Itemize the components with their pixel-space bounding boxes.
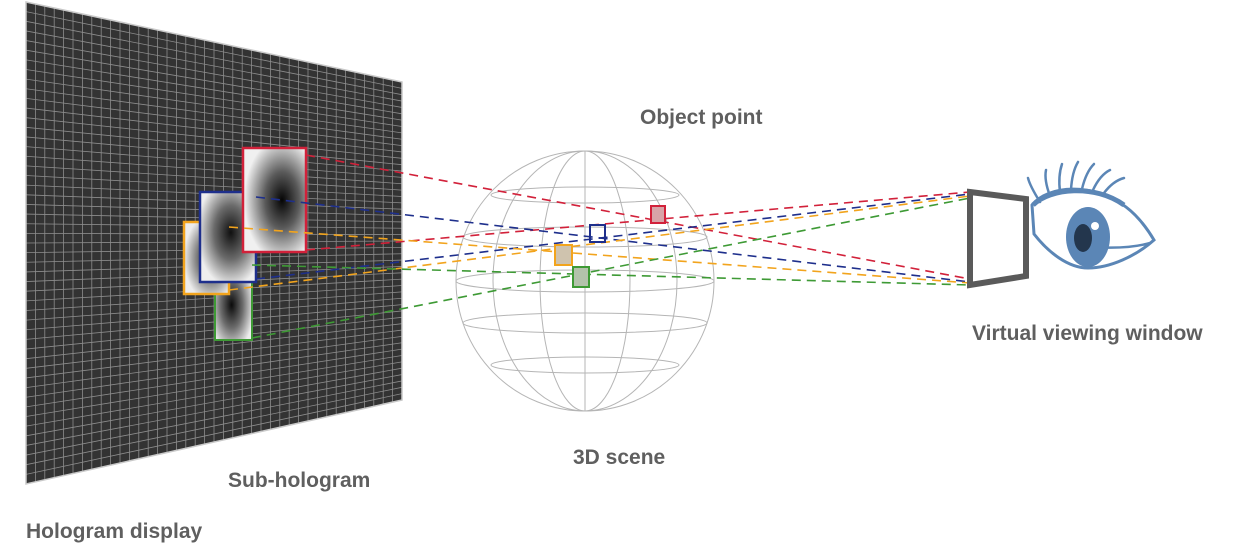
grid-row-line: [26, 155, 402, 185]
ray-red-top: [305, 154, 971, 280]
grid-row-line: [26, 11, 402, 89]
ray-green-bottom: [251, 197, 971, 339]
label-hologram-display: Hologram display: [26, 520, 203, 543]
grid-row-line: [26, 78, 402, 134]
ray-red-bottom: [305, 191, 971, 251]
eyelash: [1102, 176, 1126, 195]
grid-row-line: [26, 20, 402, 96]
eye-icon: [1026, 160, 1156, 270]
grid-row-line: [26, 146, 402, 178]
grid-row-line: [26, 323, 402, 369]
object-points: [554, 205, 666, 288]
eyelash: [1069, 160, 1080, 192]
grid-row-line: [26, 30, 402, 102]
grid-row-line: [26, 117, 402, 159]
grid-row-line: [26, 329, 402, 379]
eye-pupil: [1074, 224, 1092, 252]
grid-row-line: [26, 69, 402, 127]
sub-hologram-group: [182, 146, 308, 341]
grid-row-line: [26, 49, 402, 115]
object-point-blue: [589, 224, 606, 243]
display-border: [25, 1, 403, 485]
ray-orange-top: [228, 226, 971, 284]
object-point-green: [572, 266, 590, 288]
grid-row-line: [26, 40, 402, 108]
grid-row-line: [26, 361, 402, 427]
grid-row-line: [26, 393, 402, 475]
grid-row-line: [26, 355, 402, 417]
grid-row-line: [26, 88, 402, 140]
grid-row-line: [26, 336, 402, 388]
grid-row-line: [26, 98, 402, 146]
grid-row-line: [26, 126, 402, 166]
eyelash: [1044, 168, 1052, 198]
grid-row-line: [26, 342, 402, 398]
object-point-orange: [554, 244, 573, 266]
grid-row-line: [26, 165, 402, 191]
grid-row-line: [26, 59, 402, 121]
grid-row-line: [26, 374, 402, 446]
viewing-window-frame: [967, 188, 1029, 289]
grid-row-line: [26, 386, 402, 466]
eyelash: [1058, 162, 1064, 194]
grid-row-line: [26, 367, 402, 437]
grid-row-line: [26, 348, 402, 408]
eyelash: [1091, 168, 1112, 192]
eye-lashes: [1026, 160, 1126, 204]
label-sub-hologram: Sub-hologram: [228, 469, 371, 492]
projection-rays: [228, 154, 971, 339]
eyelash: [1080, 162, 1096, 191]
ray-orange-bottom: [228, 195, 971, 291]
grid-row-line: [26, 380, 402, 456]
grid-row-line: [26, 136, 402, 172]
label-object-point: Object point: [640, 106, 763, 129]
grid-row-line: [26, 107, 402, 153]
label-3d-scene: 3D scene: [573, 446, 666, 469]
eyelash: [1026, 176, 1042, 204]
object-point-red: [650, 205, 666, 224]
label-virtual-viewing-window: Virtual viewing window: [972, 322, 1203, 345]
grid-row-line: [26, 175, 402, 197]
